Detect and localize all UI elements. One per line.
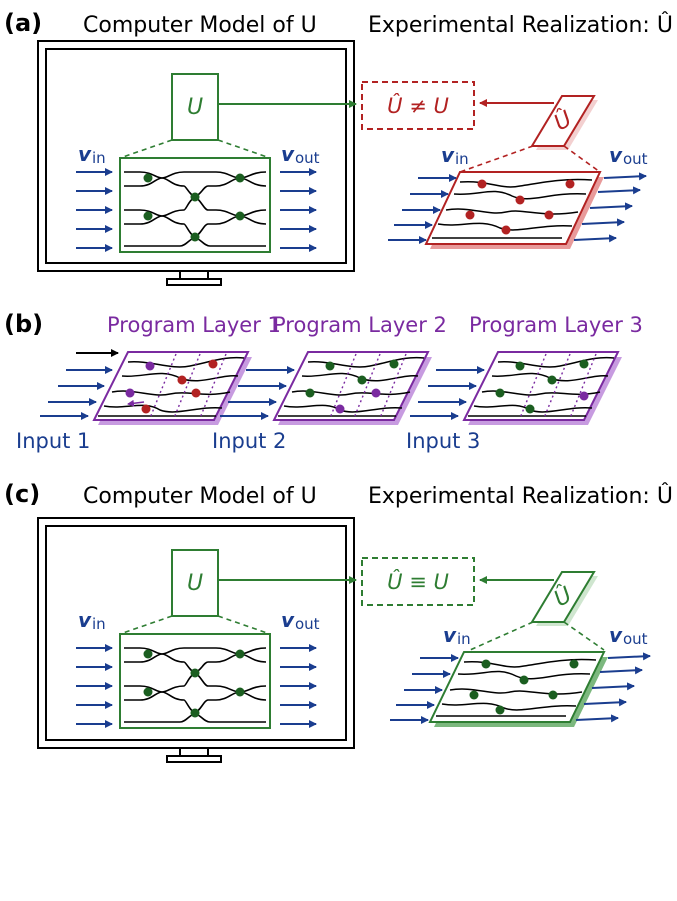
panel-c-right-title: Experimental Realization: Û (368, 483, 673, 509)
layer-1-title: Program Layer 1 (107, 313, 281, 337)
layer-3-title: Program Layer 3 (469, 313, 643, 337)
panel-a: (a) Computer Model of U Experimental Rea… (4, 9, 673, 286)
impl-vin-sub-a: in (455, 150, 469, 168)
program-layer-1 (92, 351, 252, 425)
layer-2-arrows (220, 366, 295, 420)
panel-a-left-title: Computer Model of U (83, 13, 317, 38)
panel-a-right-title: Experimental Realization: Û (368, 12, 673, 38)
vin-label: v (78, 142, 92, 166)
program-layer-2 (272, 351, 432, 425)
vin-sub-c: in (92, 615, 106, 633)
impl-arrows-a (388, 172, 647, 244)
model-u-box-c (171, 549, 219, 617)
model-circuit-a (119, 157, 271, 253)
vin-sub: in (92, 149, 106, 167)
impl-vout-sub-c: out (623, 630, 648, 648)
impl-vin-sub-c: in (457, 630, 471, 648)
compare-a: Û ≠ U (387, 93, 449, 118)
input-2-label: Input 2 (212, 429, 286, 453)
impl-u-hat-box-c (530, 571, 598, 626)
program-layer-3 (462, 351, 622, 425)
impl-chip-c (428, 651, 608, 727)
impl-vin-label-c: v (443, 623, 457, 647)
model-circuit-c (119, 633, 271, 729)
model-u-label-c: U (187, 571, 203, 596)
impl-vout-label-c: v (609, 623, 623, 647)
panel-c-label: (c) (4, 480, 40, 508)
model-arrows-a (76, 168, 317, 252)
model-u-label: U (187, 95, 203, 120)
vout-sub-c: out (295, 615, 320, 633)
panel-a-label: (a) (4, 9, 42, 37)
vout-label-c: v (281, 608, 295, 632)
model-arrows-c (76, 644, 317, 728)
impl-arrows-c (390, 652, 651, 724)
panel-c: (c) Computer Model of U Experimental Rea… (4, 480, 673, 763)
compare-box-c (361, 557, 475, 606)
compare-box-a (361, 81, 475, 130)
panel-c-left-title: Computer Model of U (83, 484, 317, 509)
layer-1-arrows (40, 366, 113, 420)
impl-u-hat-box-a (530, 95, 598, 150)
vout-sub: out (295, 149, 320, 167)
compare-c: Û ≡ U (387, 569, 449, 594)
vin-label-c: v (78, 608, 92, 632)
layer-2-title: Program Layer 2 (273, 313, 447, 337)
vout-label: v (281, 142, 295, 166)
impl-chip-a (424, 171, 604, 249)
impl-vin-label-a: v (441, 143, 455, 167)
impl-vout-sub-a: out (623, 150, 648, 168)
model-u-box (171, 73, 219, 141)
panel-b: (b) Program Layer 1 Program Layer 2 Prog… (4, 310, 643, 453)
input-1-label: Input 1 (16, 429, 90, 453)
impl-vout-label-a: v (609, 143, 623, 167)
input-3-label: Input 3 (406, 429, 480, 453)
panel-b-label: (b) (4, 310, 43, 338)
layer-3-arrows (410, 366, 485, 420)
monitor-icon (37, 40, 355, 286)
monitor-icon (37, 517, 355, 763)
